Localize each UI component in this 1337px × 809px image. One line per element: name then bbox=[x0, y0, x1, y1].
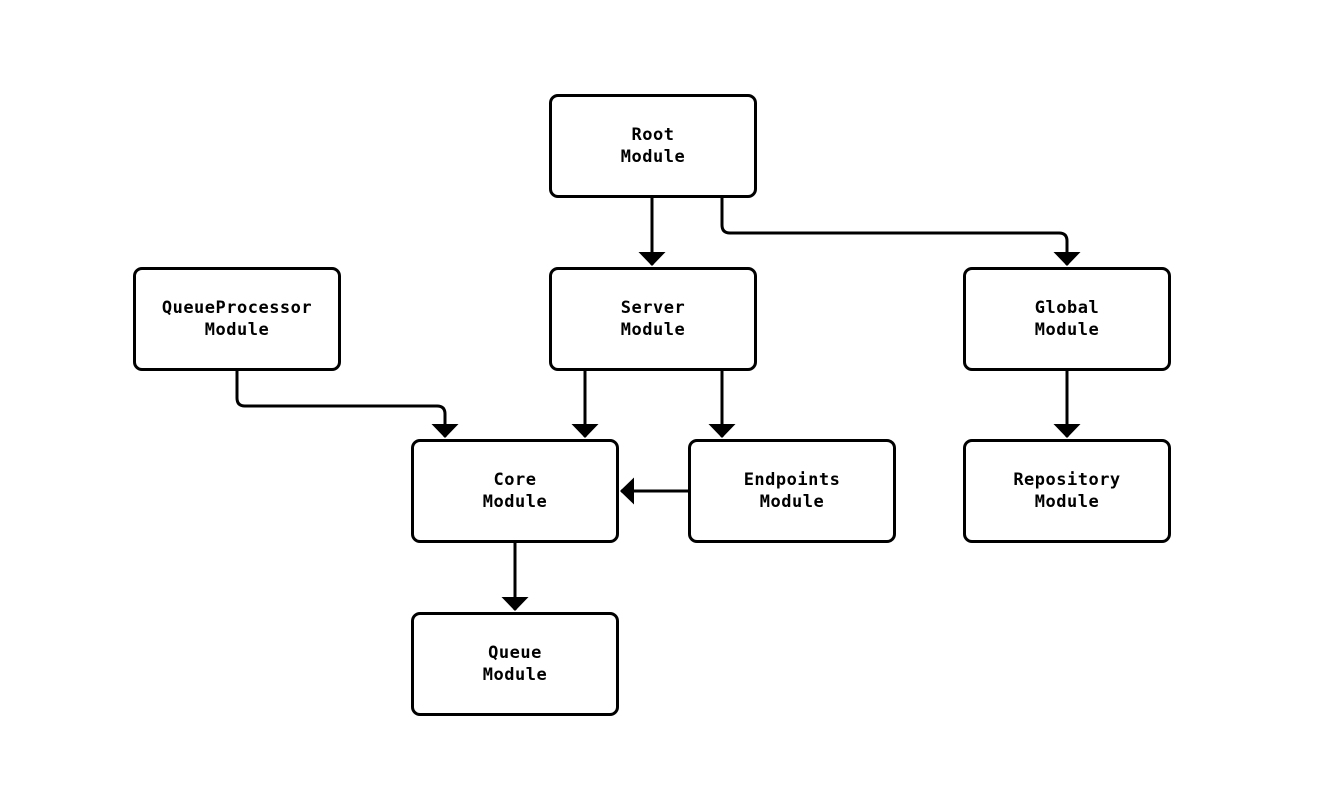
node-label-line2: Module bbox=[204, 320, 270, 340]
node-label-line1: Core bbox=[493, 470, 537, 490]
node-label-line2: Module bbox=[620, 320, 686, 340]
node-label-line2: Module bbox=[482, 492, 548, 512]
node-label-line2: Module bbox=[482, 665, 548, 685]
node-label-line1: Global bbox=[1034, 298, 1100, 318]
node-label-line1: Repository bbox=[1013, 470, 1121, 490]
node-label-line1: QueueProcessor bbox=[161, 298, 313, 318]
node-label-line1: Endpoints bbox=[743, 470, 841, 490]
edge-root-to-global bbox=[720, 198, 1081, 266]
node-label-line2: Module bbox=[1034, 492, 1100, 512]
node-label-line1: Root bbox=[631, 125, 675, 145]
node-label-line2: Module bbox=[620, 147, 686, 167]
node-label-line2: Module bbox=[759, 492, 825, 512]
node-label-line1: Queue bbox=[488, 643, 542, 663]
edge-queueprocessor-to-core bbox=[235, 371, 459, 438]
node-label-line2: Module bbox=[1034, 320, 1100, 340]
node-label-line1: Server bbox=[620, 298, 686, 318]
